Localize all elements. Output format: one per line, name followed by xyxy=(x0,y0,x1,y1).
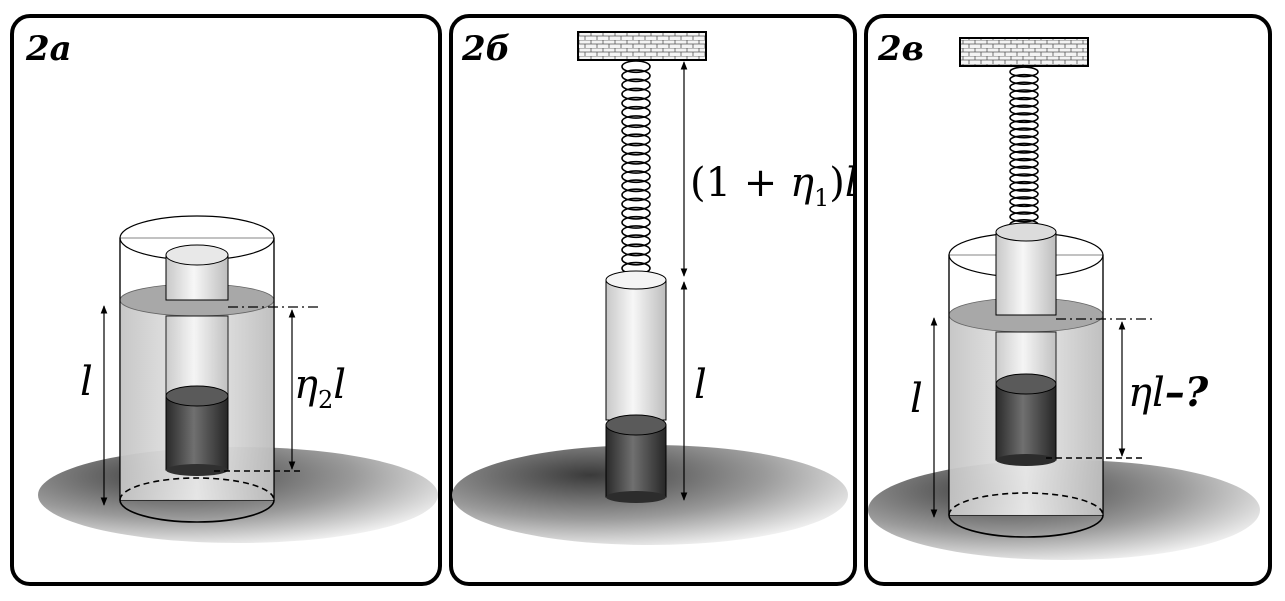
spring-coil xyxy=(1009,112,1039,124)
label-l: l xyxy=(910,376,923,422)
ceiling-mount xyxy=(959,37,1089,67)
panel-2a-label: 2а xyxy=(25,29,72,69)
spring-coil xyxy=(621,170,651,184)
spring-coil xyxy=(1009,135,1039,147)
spring-coil xyxy=(1009,81,1039,93)
spring-coil xyxy=(621,179,651,193)
spring-coil xyxy=(621,133,651,147)
spring-coil xyxy=(1009,127,1039,139)
spring-coil xyxy=(1009,196,1039,208)
spring-coil xyxy=(621,151,651,165)
panel-2v: 2в l ηl–? xyxy=(864,14,1272,586)
spring-coil xyxy=(621,188,651,202)
spring-coil xyxy=(621,60,651,74)
spring-coil xyxy=(1009,211,1039,223)
spring-coil xyxy=(621,234,651,248)
spring-coil xyxy=(621,160,651,174)
spring-coil xyxy=(1009,89,1039,101)
spring-coil xyxy=(621,105,651,119)
spring-coil xyxy=(621,124,651,138)
label-eta-l-question: ηl–? xyxy=(1128,369,1209,416)
spring-coil xyxy=(1009,157,1039,169)
spring-coil xyxy=(1009,173,1039,185)
spring-coil xyxy=(621,87,651,101)
spring-coil xyxy=(1009,142,1039,154)
spring-coil xyxy=(1009,104,1039,116)
spring-coil xyxy=(1009,66,1039,78)
label-eta2-l: η2l xyxy=(294,362,346,414)
spring-coil xyxy=(1009,150,1039,162)
spring-coil xyxy=(621,206,651,220)
spring-coil xyxy=(621,142,651,156)
outer-vessel xyxy=(119,215,275,523)
spring-coil xyxy=(1009,203,1039,215)
spring-coil xyxy=(621,69,651,83)
spring-coil xyxy=(1009,188,1039,200)
spring-coil xyxy=(1009,180,1039,192)
floating-tube xyxy=(995,222,1057,466)
panel-2b-label: 2б xyxy=(461,29,510,69)
spring-coil xyxy=(621,96,651,110)
spring-coil xyxy=(621,115,651,129)
ceiling-mount xyxy=(577,31,707,61)
spring-coil xyxy=(621,197,651,211)
spring-coil xyxy=(621,225,651,239)
label-l: l xyxy=(694,362,707,408)
spring-coil xyxy=(621,78,651,92)
panel-2a: 2а l xyxy=(10,14,442,586)
floating-tube xyxy=(165,244,229,397)
spring-coil xyxy=(621,243,651,257)
spring-coil xyxy=(1009,119,1039,131)
panel-2b: 2б (1 + η1)l l xyxy=(449,14,858,586)
label-l: l xyxy=(80,359,93,405)
spring-coil xyxy=(1009,165,1039,177)
tube-weight xyxy=(165,385,229,476)
hanging-tube xyxy=(605,270,667,503)
spring-coil xyxy=(621,215,651,229)
spring-coil xyxy=(621,252,651,266)
spring-coil xyxy=(1009,96,1039,108)
spring xyxy=(621,60,651,284)
spring-coil xyxy=(1009,73,1039,85)
panel-2v-label: 2в xyxy=(877,29,924,69)
label-spring-length: (1 + η1)l xyxy=(690,160,858,212)
